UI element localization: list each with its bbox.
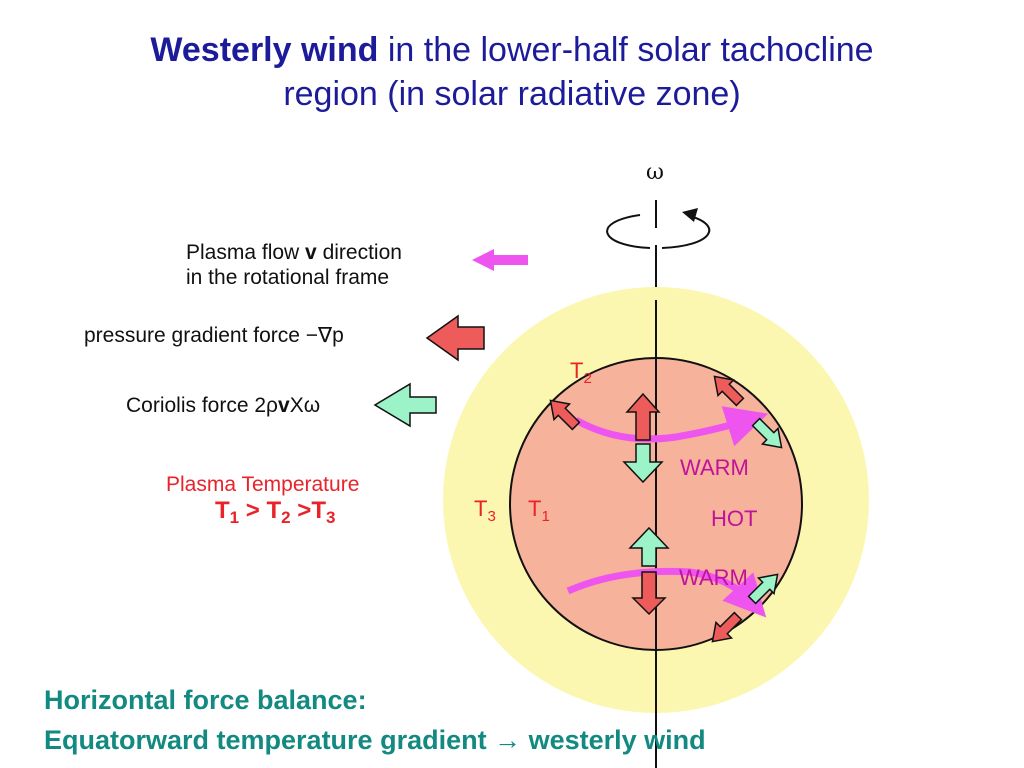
title-line2: region (in solar radiative zone) xyxy=(283,75,741,113)
t1-letter: T xyxy=(528,496,542,521)
rel-op1: > xyxy=(239,497,267,524)
warm-upper-label: WARM xyxy=(680,455,749,480)
temperature-title: Plasma Temperature xyxy=(166,473,360,496)
rel-t2-sub: 2 xyxy=(281,508,291,527)
t2-sub: 2 xyxy=(583,370,592,387)
center-upper-coriolis-arrow xyxy=(622,443,664,484)
t2-letter: T xyxy=(570,358,584,383)
flow-legend-label: Plasma flow v direction in the rotationa… xyxy=(186,240,402,290)
rel-op2: > xyxy=(290,497,312,524)
center-upper-pressure-arrow xyxy=(625,392,661,441)
upper-left-pressure-arrow xyxy=(549,399,581,431)
rel-t1-sub: 1 xyxy=(229,508,240,527)
lower-right-pressure-arrow xyxy=(711,611,743,643)
rotation-arrowhead xyxy=(682,208,698,222)
rel-t1: T xyxy=(215,497,230,524)
upper-right-pressure-arrow xyxy=(713,375,745,407)
hot-label: HOT xyxy=(711,506,758,531)
upper-right-coriolis-arrow xyxy=(751,417,783,449)
pressure-legend-label: pressure gradient force −∇p xyxy=(84,324,344,347)
flow-legend-v: v xyxy=(305,241,317,264)
conclusion-line2: Equatorward temperature gradient → weste… xyxy=(44,725,706,755)
t3-sub: 3 xyxy=(487,508,496,525)
slide-title: Westerly wind in the lower-half solar ta… xyxy=(0,28,1024,116)
t3-label: T3 xyxy=(474,496,496,525)
temperature-relation: T1 > T2 >T3 xyxy=(215,497,335,528)
coriolis-legend-arrow xyxy=(373,382,437,428)
flow-legend-b: direction xyxy=(316,241,402,264)
coriolis-legend-b: Xω xyxy=(289,394,321,417)
conclusion-line1: Horizontal force balance: xyxy=(44,685,367,715)
coriolis-legend-a: Coriolis force 2ρ xyxy=(126,394,278,417)
lower-right-coriolis-arrow xyxy=(747,573,779,605)
rotation-omega-label: ω xyxy=(646,160,664,185)
flow-legend-line2: in the rotational frame xyxy=(186,266,390,289)
t1-label: T1 xyxy=(528,496,550,525)
center-lower-coriolis-arrow xyxy=(628,526,670,567)
upper-plasma-flow xyxy=(574,406,769,447)
pressure-gradient-legend-arrow xyxy=(425,314,485,362)
flow-direction-legend-arrow xyxy=(472,249,528,271)
warm-lower-label: WARM xyxy=(679,565,748,590)
center-lower-pressure-arrow xyxy=(631,571,667,616)
title-bold: Westerly wind xyxy=(150,31,379,69)
rel-t3: T xyxy=(311,497,326,524)
lower-plasma-flow xyxy=(566,567,767,618)
title-rest: in the lower-half solar tachocline xyxy=(378,31,874,69)
coriolis-legend-v: v xyxy=(278,394,290,417)
t2-label: T2 xyxy=(570,358,592,387)
rotation-ellipse xyxy=(606,214,651,249)
t1-sub: 1 xyxy=(541,508,550,525)
rel-t3-sub: 3 xyxy=(326,508,336,527)
t3-letter: T xyxy=(474,496,488,521)
flow-legend-a: Plasma flow xyxy=(186,241,306,264)
rel-t2: T xyxy=(266,497,282,524)
coriolis-legend-label: Coriolis force 2ρvXω xyxy=(126,393,320,418)
rotation-ellipse-right xyxy=(661,215,711,249)
